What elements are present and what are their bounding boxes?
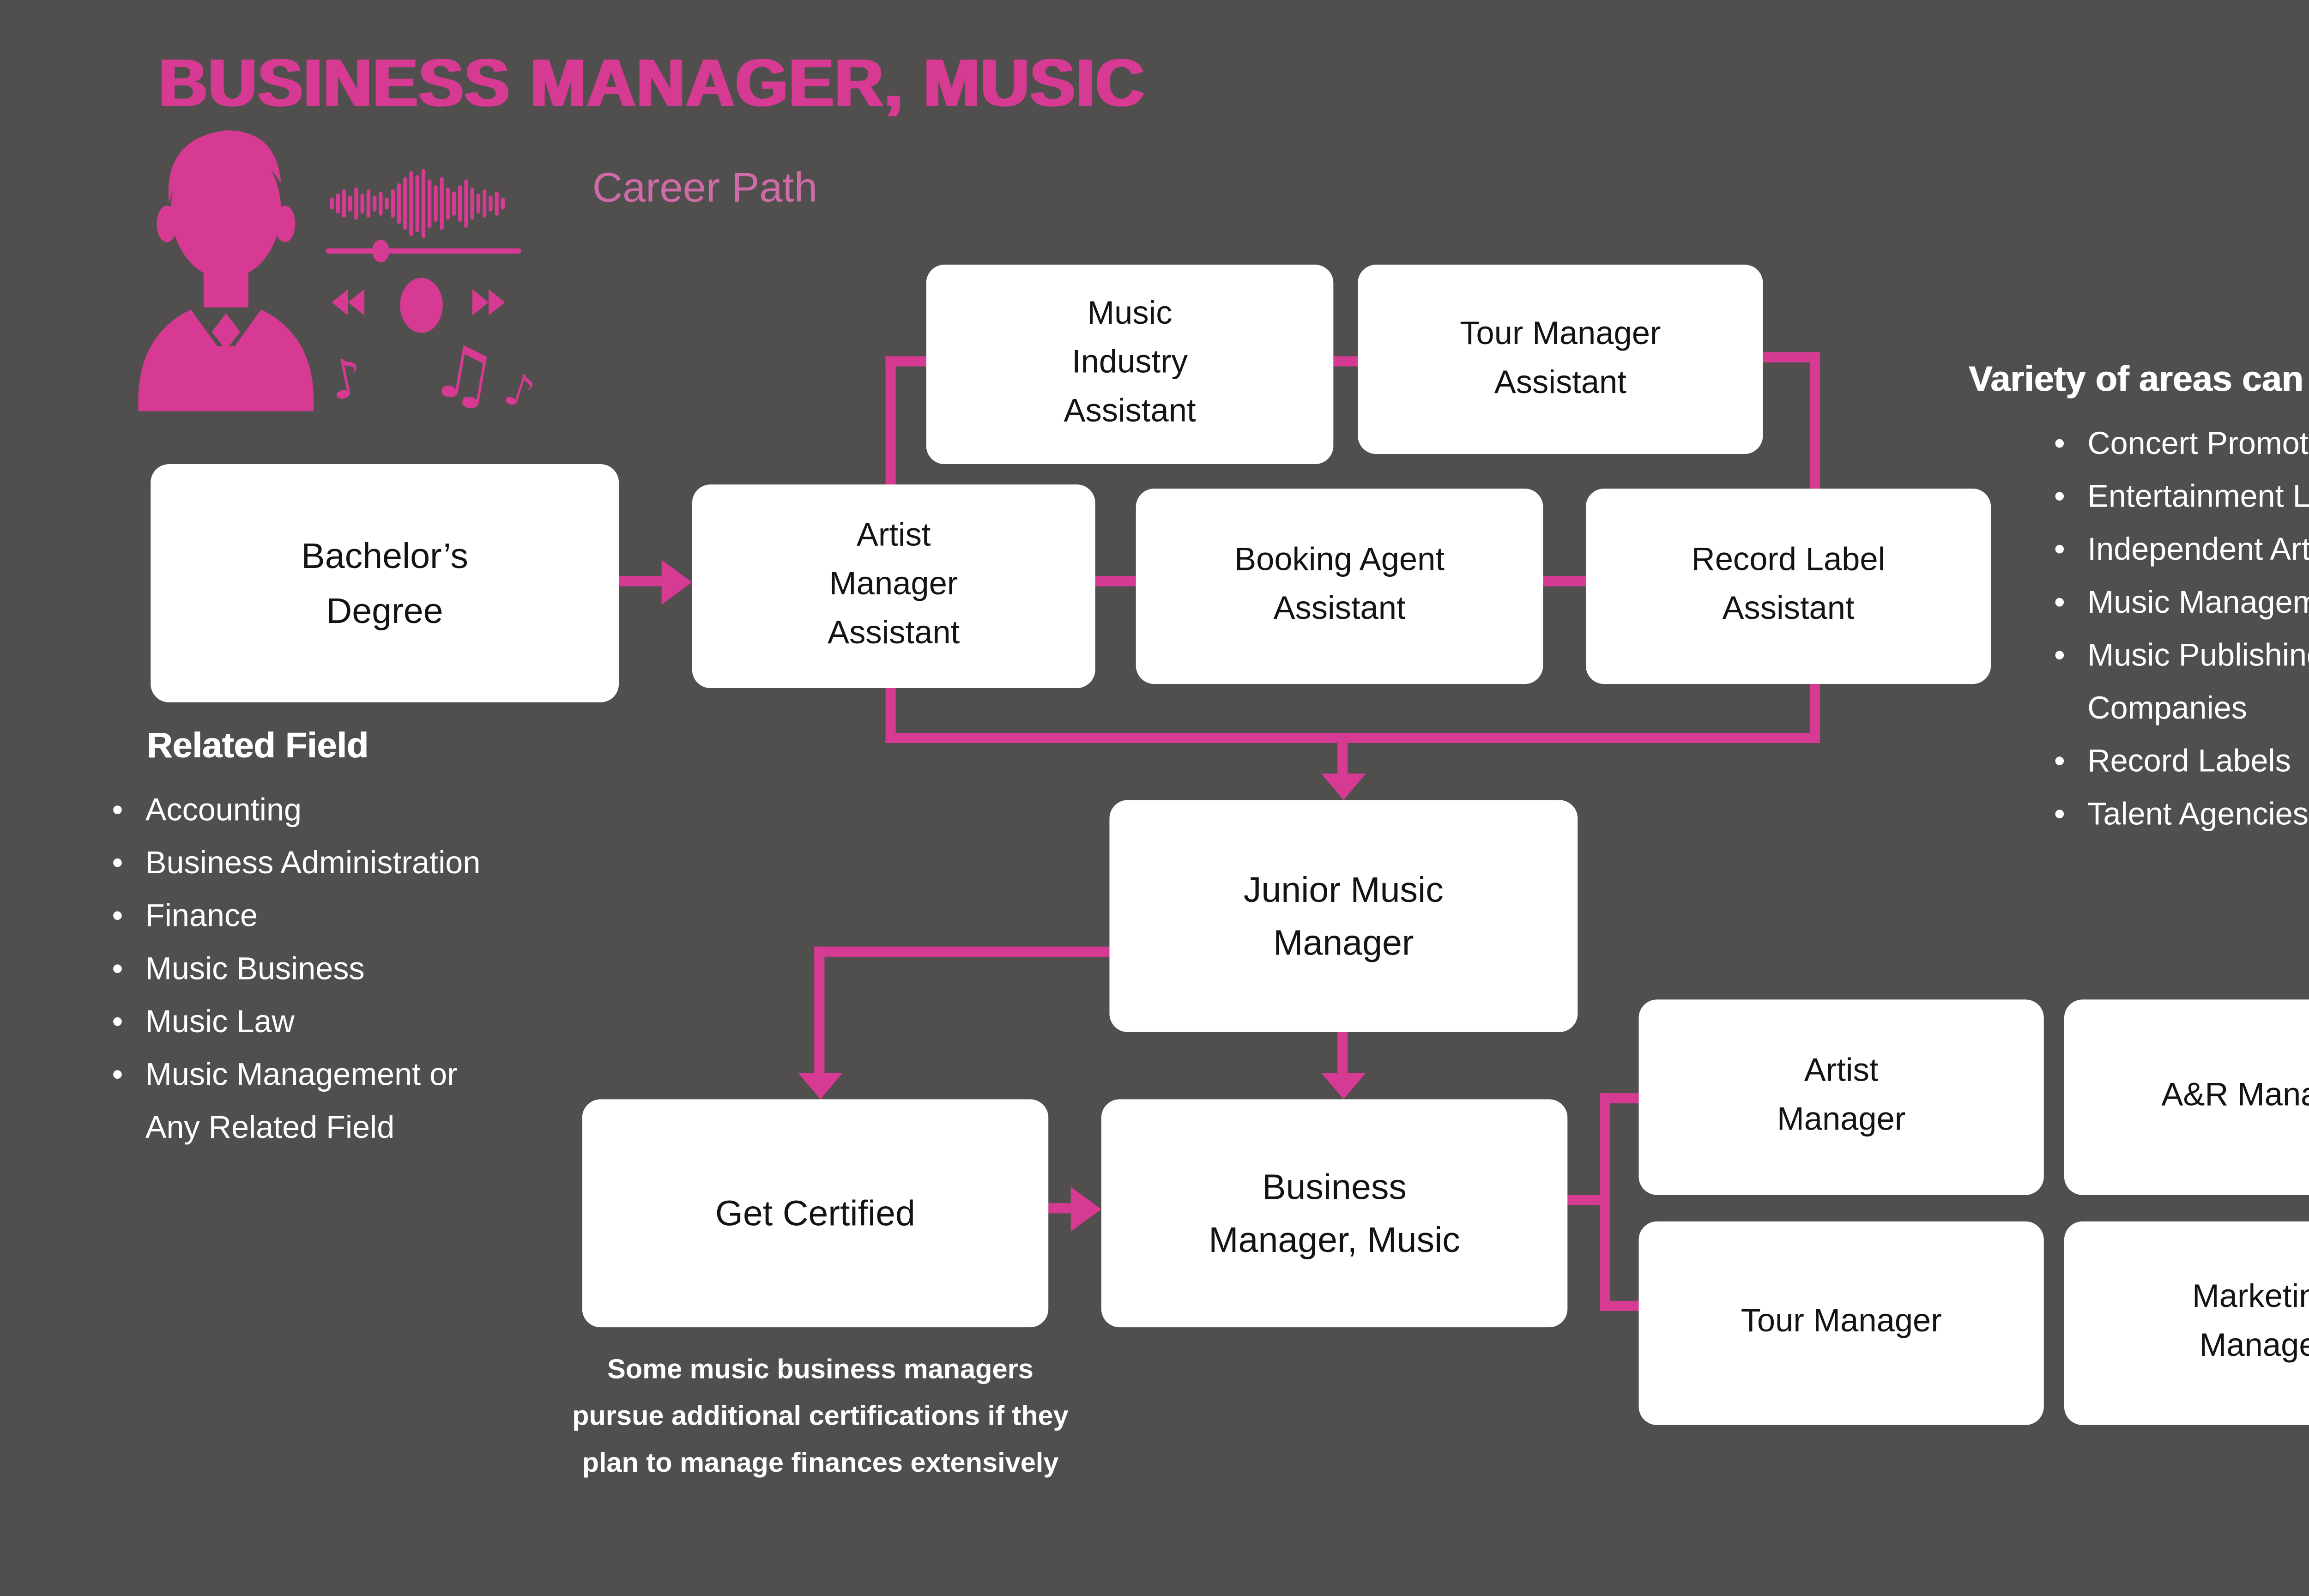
node-bachelors-degree: Bachelor’s Degree — [151, 464, 619, 702]
connector-line — [1337, 1032, 1348, 1073]
connector-line — [1809, 352, 1820, 489]
work-areas-heading: Variety of areas can work at: — [1968, 358, 2309, 399]
connector-line — [1543, 576, 1586, 586]
page-title: BUSINESS MANAGER, MUSIC — [158, 44, 1145, 121]
node-marketing-manager: Marketing Manager — [2064, 1221, 2309, 1425]
connector-line — [885, 356, 896, 485]
list-item: Independent Artist — [2054, 525, 2309, 578]
connector-line — [1567, 1195, 1610, 1205]
connector-line — [1763, 352, 1820, 363]
connector-line — [1600, 1300, 1639, 1311]
list-item: Music Management Firms — [2054, 578, 2309, 631]
list-item: Entertainment Law Firms — [2054, 472, 2309, 526]
business-person-audio-icon: ♪ ♫ ♪ — [138, 130, 541, 411]
node-ar-manager: A&R Manager — [2064, 999, 2309, 1195]
node-junior-music-manager: Junior Music Manager — [1109, 800, 1578, 1032]
connector-line — [1048, 1203, 1071, 1214]
connector-line — [885, 356, 926, 367]
node-record-label-assistant: Record Label Assistant — [1585, 488, 1991, 684]
node-music-industry-assistant: Music Industry Assistant — [926, 265, 1334, 465]
list-item: Talent Agencies — [2054, 790, 2309, 843]
svg-text:♪: ♪ — [323, 346, 369, 411]
list-item: Finance — [112, 892, 641, 945]
certification-note: Some music business managers pursue addi… — [572, 1354, 1069, 1479]
connector-line — [1333, 356, 1358, 367]
arrowhead-right — [661, 559, 692, 604]
node-tour-manager: Tour Manager — [1638, 1221, 2044, 1425]
svg-text:♪: ♪ — [498, 362, 541, 411]
connector-line — [1600, 1093, 1639, 1104]
list-item: Music Law — [112, 998, 641, 1051]
list-item: Business Administration — [112, 839, 641, 892]
connector-line — [1095, 576, 1136, 586]
connector-line — [1337, 743, 1348, 778]
list-item: Music Publishing Companies — [2054, 631, 2309, 737]
related-field-section: Related Field AccountingBusiness Adminis… — [112, 725, 641, 1156]
related-field-heading: Related Field — [146, 725, 369, 766]
node-business-manager-music: Business Manager, Music — [1101, 1099, 1568, 1328]
node-artist-manager: Artist Manager — [1638, 999, 2044, 1195]
node-get-certified: Get Certified — [582, 1099, 1049, 1328]
connector-line — [885, 688, 896, 743]
list-item: Music Management or Any Related Field — [112, 1051, 641, 1156]
arrowhead-down — [797, 1073, 842, 1100]
list-item: Concert Promoters — [2054, 419, 2309, 472]
connector-line — [814, 946, 1110, 957]
list-item: Accounting — [112, 786, 641, 839]
arrowhead-down — [1320, 1073, 1365, 1100]
work-areas-section: Variety of areas can work at: Concert Pr… — [1969, 358, 2309, 843]
node-artist-manager-assistant: Artist Manager Assistant — [692, 484, 1095, 688]
work-areas-list: Concert PromotersEntertainment Law Firms… — [2054, 419, 2309, 843]
career-path-subtitle: Career Path — [592, 165, 818, 212]
connector-line — [814, 946, 825, 1073]
connector-line — [619, 576, 666, 586]
node-tour-manager-assistant: Tour Manager Assistant — [1358, 265, 1763, 454]
connector-line — [1809, 684, 1820, 743]
list-item: Record Labels — [2054, 737, 2309, 790]
connector-line — [885, 732, 1820, 743]
node-booking-agent-assistant: Booking Agent Assistant — [1136, 488, 1543, 684]
arrowhead-right — [1070, 1185, 1101, 1231]
connector-line — [1600, 1093, 1610, 1311]
arrowhead-down — [1320, 774, 1365, 800]
list-item: Music Business — [112, 944, 641, 998]
related-field-list: AccountingBusiness AdministrationFinance… — [112, 786, 641, 1156]
svg-text:♫: ♫ — [424, 327, 504, 411]
